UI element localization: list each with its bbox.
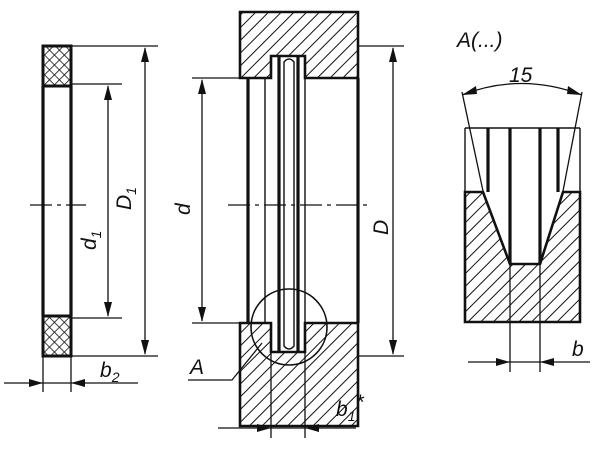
leader-a [188, 342, 263, 381]
label-angle-15: 15 [509, 64, 533, 87]
detail-body-hatched [463, 190, 582, 324]
detail-circle-a [250, 288, 328, 366]
label-outer-diameter-d1: D1 [113, 187, 139, 210]
label-groove-width-b1: b1* [336, 391, 364, 424]
label-width-b2: b2 [100, 359, 120, 385]
label-inner-diameter-d1: d1 [78, 231, 104, 250]
seal-ring-bottom-section [41, 314, 73, 358]
detail-view-title: A(...) [455, 29, 503, 52]
label-width-b: b [572, 338, 584, 361]
housing-section-view: d D A b1* [172, 10, 404, 438]
seal-ring-top-section [41, 44, 73, 88]
detail-view-a: A(...) 15 b [455, 29, 590, 372]
housing-top-hatched [238, 10, 360, 80]
label-groove-diameter-d: D [370, 220, 393, 235]
label-detail-a: A [188, 356, 204, 379]
label-bore-diameter-d: d [172, 202, 195, 215]
seal-ring-view: D1 d1 b2 [4, 44, 158, 392]
